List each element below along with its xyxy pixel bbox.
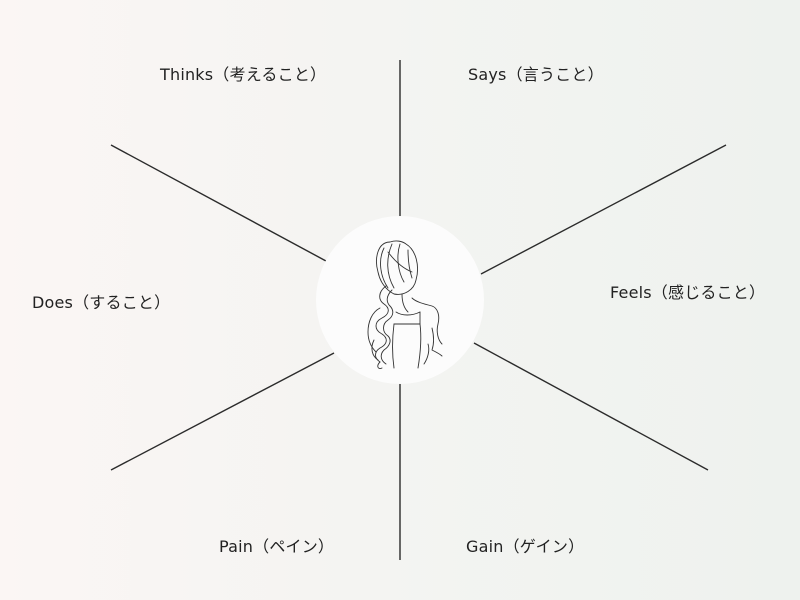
gain-label: Gain（ゲイン） xyxy=(466,537,585,556)
feels-label: Feels（感じること） xyxy=(610,283,766,302)
divider-lower-right xyxy=(473,342,709,471)
pain-label: Pain（ペイン） xyxy=(219,537,335,556)
divider-upper-left xyxy=(110,144,327,262)
divider-lower-left xyxy=(110,352,335,471)
does-label: Does（すること） xyxy=(32,293,171,312)
divider-upper-right xyxy=(480,144,727,275)
says-label: Says（言うこと） xyxy=(468,65,604,84)
thinks-label: Thinks（考えること） xyxy=(160,65,327,84)
braided-hair-woman-line-art-icon xyxy=(367,240,443,369)
center-persona-circle xyxy=(316,216,484,384)
